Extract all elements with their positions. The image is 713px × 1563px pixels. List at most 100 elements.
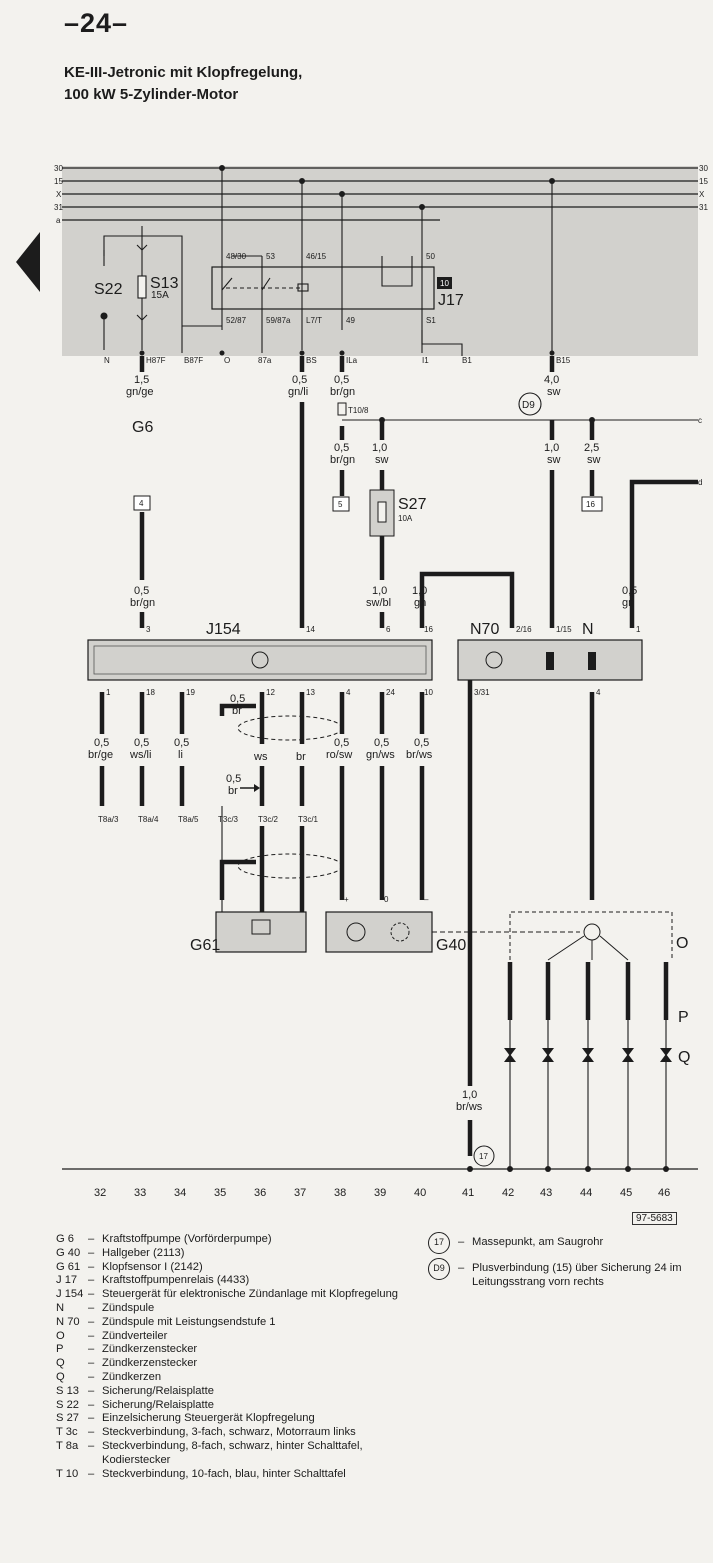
legend-item: S 13–Sicherung/Relaisplatte <box>56 1385 416 1399</box>
lw7-color: gn/ws <box>366 749 395 761</box>
wire-sw3-color: sw <box>587 454 601 466</box>
terminal-i1: I1 <box>422 356 429 365</box>
relay-pin-53: 53 <box>266 252 275 261</box>
wire-ila-color: br/gn <box>330 386 355 398</box>
legend-dash: – <box>88 1301 95 1314</box>
line-label-d: d <box>698 478 702 487</box>
bus-label-x: X <box>56 190 62 199</box>
ignition-coil-n-label: N <box>582 621 594 638</box>
ref-box-5: 5 <box>338 500 343 509</box>
legend-code: P <box>56 1343 64 1356</box>
terminal-b1: B1 <box>462 356 472 365</box>
j154-pin-16: 16 <box>424 625 433 634</box>
legend-code: O <box>56 1329 65 1342</box>
legend-dash: – <box>458 1236 465 1248</box>
relay-pin-l7-t: L7/T <box>306 316 322 325</box>
legend-item: T 8a–Steckverbindung, 8-fach, schwarz, h… <box>56 1440 416 1468</box>
terminal-o: O <box>224 356 230 365</box>
lw4-conn: T3c/2 <box>258 815 279 824</box>
n-pin-4: 4 <box>596 688 601 697</box>
wire-nin-color: gn <box>622 597 634 609</box>
wire-swbl-color: sw/bl <box>366 597 391 609</box>
legend-item: N 70–Zündspule mit Leistungsendstufe 1 <box>56 1316 416 1330</box>
legend-dash: – <box>88 1343 95 1356</box>
wire-b15-color: sw <box>547 386 561 398</box>
legend-text: Massepunkt, am Saugrohr <box>472 1236 604 1248</box>
s22-fuse <box>100 235 222 350</box>
lw8-color: br/ws <box>406 749 433 761</box>
s13-fuse <box>136 226 148 350</box>
lw3-color: li <box>178 749 183 761</box>
bus-label-right-31: 31 <box>699 203 708 212</box>
lw7-size: 0,5 <box>374 737 389 749</box>
legend-item: S 27–Einzelsicherung Steuergerät Klopfre… <box>56 1412 416 1426</box>
n70-pin-1-15: 1/15 <box>556 625 572 634</box>
j154-pin-12: 12 <box>266 688 275 697</box>
legend-text: Steckverbindung, 8-fach, schwarz, hinter… <box>102 1439 363 1466</box>
wire-sw3-size: 2,5 <box>584 442 599 454</box>
ignition-coil-n70-label: N70 <box>470 621 499 638</box>
wire-bs-color: gn/li <box>288 386 308 398</box>
legend-text: Sicherung/Relaisplatte <box>102 1384 214 1397</box>
diagram-title-line1: KE-III-Jetronic mit Klopfregelung, <box>64 64 303 81</box>
legend-item: J 154–Steuergerät für elektronische Zünd… <box>56 1288 416 1302</box>
track-33: 33 <box>134 1187 146 1199</box>
j154-pin-3: 3 <box>146 625 151 634</box>
shield-color1: br <box>232 705 242 717</box>
legend-dash: – <box>88 1233 95 1245</box>
distributor-o[interactable] <box>509 911 673 961</box>
g40-pin-plus: + <box>344 895 349 904</box>
control-unit-j154[interactable] <box>87 639 433 681</box>
wire-b15-size: 4,0 <box>544 374 559 386</box>
legend-text: Klopfsensor I (2142) <box>102 1260 203 1273</box>
relay-j17[interactable] <box>211 266 435 310</box>
terminal-bs: BS <box>306 356 317 365</box>
relay-panel <box>62 166 698 356</box>
legend-text: Plusverbindung (15) über Sicherung 24 im… <box>472 1262 682 1288</box>
shield-size2: 0,5 <box>226 773 241 785</box>
legend-text: Steuergerät für elektronische Zündanlage… <box>102 1288 399 1301</box>
lw6-color: ro/sw <box>326 749 352 761</box>
legend-item: G 61–Klopfsensor I (2142) <box>56 1261 416 1275</box>
legend-code: N 70 <box>56 1315 80 1328</box>
legend-code: S 27 <box>56 1412 80 1425</box>
track-41: 41 <box>462 1187 474 1199</box>
legend-dash: – <box>88 1246 95 1259</box>
component-g6[interactable]: G6 <box>132 419 153 436</box>
j154-pin-19: 19 <box>186 688 195 697</box>
terminal-strip <box>139 350 555 356</box>
lw3-conn: T8a/5 <box>178 815 199 824</box>
wire-g6-color: gn/ge <box>126 386 154 398</box>
lw6-size: 0,5 <box>334 737 349 749</box>
diagram-title-line2: 100 kW 5-Zylinder-Motor <box>64 86 239 103</box>
legend-item: Q–Zündkerzen <box>56 1371 416 1385</box>
legend-dash: – <box>88 1357 95 1370</box>
hall-sender-g40[interactable] <box>325 911 433 953</box>
track-40: 40 <box>414 1187 426 1199</box>
wire-g6-size: 1,5 <box>134 374 149 386</box>
transistor-icon <box>251 651 269 669</box>
terminal-ila: ILa <box>346 356 358 365</box>
fuse-s27-label[interactable]: S27 <box>398 496 427 513</box>
legend-dash: – <box>88 1384 95 1397</box>
j154-pin-10: 10 <box>424 688 433 697</box>
knock-sensor-g61[interactable] <box>215 911 307 953</box>
n70-pin-2-16: 2/16 <box>516 625 532 634</box>
terminal-87a: 87a <box>258 356 272 365</box>
shield-size1: 0,5 <box>230 693 245 705</box>
legend-circle-code: D9 <box>428 1258 450 1280</box>
wire-sw1-color: sw <box>375 454 389 466</box>
legend-item: T 3c–Steckverbindung, 3-fach, schwarz, M… <box>56 1426 416 1440</box>
wire-sw2-size: 1,0 <box>544 442 559 454</box>
page-turn-arrow-icon[interactable] <box>16 232 40 292</box>
relay-j17-internals <box>221 168 463 356</box>
d9-label: D9 <box>522 400 535 411</box>
bus-label-right-30: 30 <box>699 164 708 173</box>
track-38: 38 <box>334 1187 346 1199</box>
bus-label-31: 31 <box>54 203 63 212</box>
legend-dash: – <box>458 1262 465 1274</box>
terminal-h87f: H87F <box>146 356 166 365</box>
legend-dash: – <box>88 1439 95 1452</box>
g40-pin-minus: – <box>424 895 429 904</box>
legend-item: Q–Zündkerzenstecker <box>56 1357 416 1371</box>
